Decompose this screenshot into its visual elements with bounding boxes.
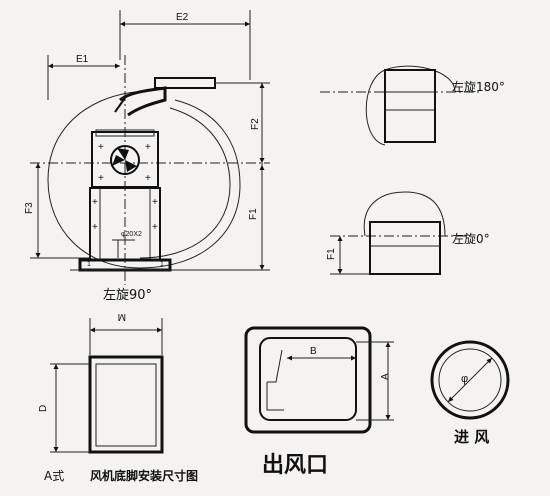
svg-text:+: + — [92, 222, 98, 233]
base-plate — [78, 258, 172, 272]
caption-outlet: 出风口 — [262, 453, 328, 478]
rotation-0-view: F1 左旋0° — [326, 191, 490, 275]
dim-f2: F2 — [250, 118, 261, 130]
foot-installation-view: M D A式 风机底脚安装尺寸图 — [38, 311, 198, 483]
dim-m: M — [118, 311, 126, 322]
bolt-dim: φ20X2 — [121, 231, 142, 238]
outlet-lip — [114, 97, 126, 113]
caption-inlet: 进 风 — [454, 428, 489, 446]
inlet-view: φ 进 风 — [430, 340, 510, 446]
caption-left-0: 左旋0° — [452, 231, 490, 246]
caption-style-a: A式 — [44, 469, 64, 483]
outlet-view: B A 出风口 — [244, 326, 394, 478]
foot-frame — [88, 355, 164, 454]
bearing-box-top — [95, 129, 155, 137]
dim-phi: φ — [461, 373, 468, 385]
dim-e2: E2 — [176, 12, 189, 23]
svg-text:1: 1 — [87, 261, 91, 268]
dim-f1-right: F1 — [326, 248, 337, 260]
housing-0 — [363, 191, 446, 237]
svg-text:+: + — [98, 142, 104, 153]
svg-text:+: + — [152, 222, 158, 233]
svg-text:+: + — [92, 197, 98, 208]
outlet-flange — [154, 77, 216, 89]
svg-text:+: + — [145, 173, 151, 184]
svg-text:1: 1 — [160, 261, 164, 268]
scroll-housing-inner — [139, 107, 231, 259]
outlet-inner-frame — [259, 337, 357, 421]
scroll-housing-outer — [47, 91, 241, 269]
svg-text:+: + — [145, 142, 151, 153]
dim-d: D — [38, 405, 49, 412]
svg-text:+: + — [152, 197, 158, 208]
dim-f3: F3 — [24, 202, 35, 214]
outlet-180 — [384, 69, 436, 143]
caption-foot-title: 风机底脚安装尺寸图 — [90, 468, 198, 483]
dim-f1: F1 — [248, 208, 259, 220]
caption-left-90: 左旋90° — [103, 288, 152, 303]
svg-text:+: + — [98, 173, 104, 184]
inlet-outer-circle — [430, 340, 510, 420]
foot-inner — [95, 363, 157, 447]
dim-b: B — [310, 346, 317, 357]
fan-impeller-icon — [110, 145, 140, 175]
rotation-180-view: 左旋180° — [320, 65, 505, 146]
dim-a: A — [380, 373, 391, 380]
caption-left-180: 左旋180° — [452, 79, 505, 94]
outlet-outer-frame — [244, 326, 372, 434]
inlet-inner-circle — [438, 348, 502, 412]
dim-e1: E1 — [76, 54, 89, 65]
outlet-duct — [119, 86, 167, 117]
housing-180 — [365, 65, 456, 146]
outlet-tongue — [266, 349, 284, 411]
outlet-0 — [369, 221, 441, 275]
main-fan-view: + + + + + + + + 1 1 φ20X2 E1 E2 F — [24, 10, 270, 303]
